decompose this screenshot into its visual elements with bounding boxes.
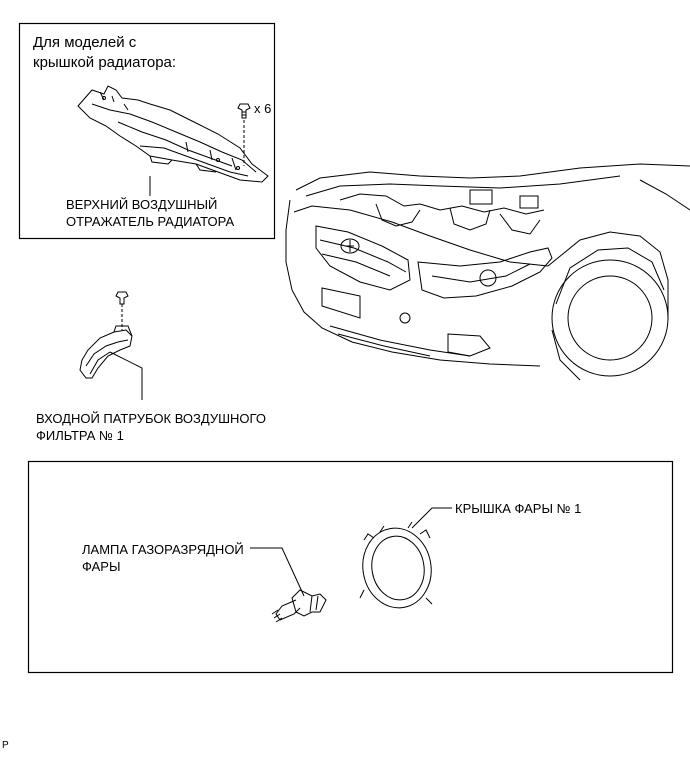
leader-intake — [109, 351, 143, 400]
radiator-deflector-drawing — [77, 85, 269, 183]
cover-label: КРЫШКА ФАРЫ № 1 — [455, 501, 582, 516]
bulb-label-line2: ФАРЫ — [82, 559, 121, 574]
intake-label-line2: ФИЛЬТРА № 1 — [36, 428, 124, 443]
inset-frame-radiator — [18, 22, 276, 240]
car-front-drawing — [285, 163, 690, 381]
deflector-label-line2: ОТРАЖАТЕЛЬ РАДИАТОРА — [66, 214, 235, 229]
corner-mark: P — [2, 740, 9, 751]
deflector-label-line1: ВЕРХНИЙ ВОЗДУШНЫЙ — [66, 197, 218, 212]
leader-bulb — [250, 547, 305, 597]
headlight-cover-drawing — [359, 521, 433, 609]
inset-heading-line1: Для моделей с — [33, 34, 137, 51]
hid-bulb-drawing — [271, 589, 327, 623]
clip-quantity-label: x 6 — [254, 101, 272, 116]
intake-label-line1: ВХОДНОЙ ПАТРУБОК ВОЗДУШНОГО — [36, 411, 266, 426]
inset-heading-line2: крышкой радиатора: — [33, 54, 177, 71]
intake-duct-drawing — [79, 291, 133, 379]
clip-drawing — [237, 103, 251, 166]
bulb-label-line1: ЛАМПА ГАЗОРАЗРЯДНОЙ — [82, 542, 244, 557]
leader-cover — [411, 507, 452, 529]
inset-frame-headlight — [27, 460, 674, 674]
